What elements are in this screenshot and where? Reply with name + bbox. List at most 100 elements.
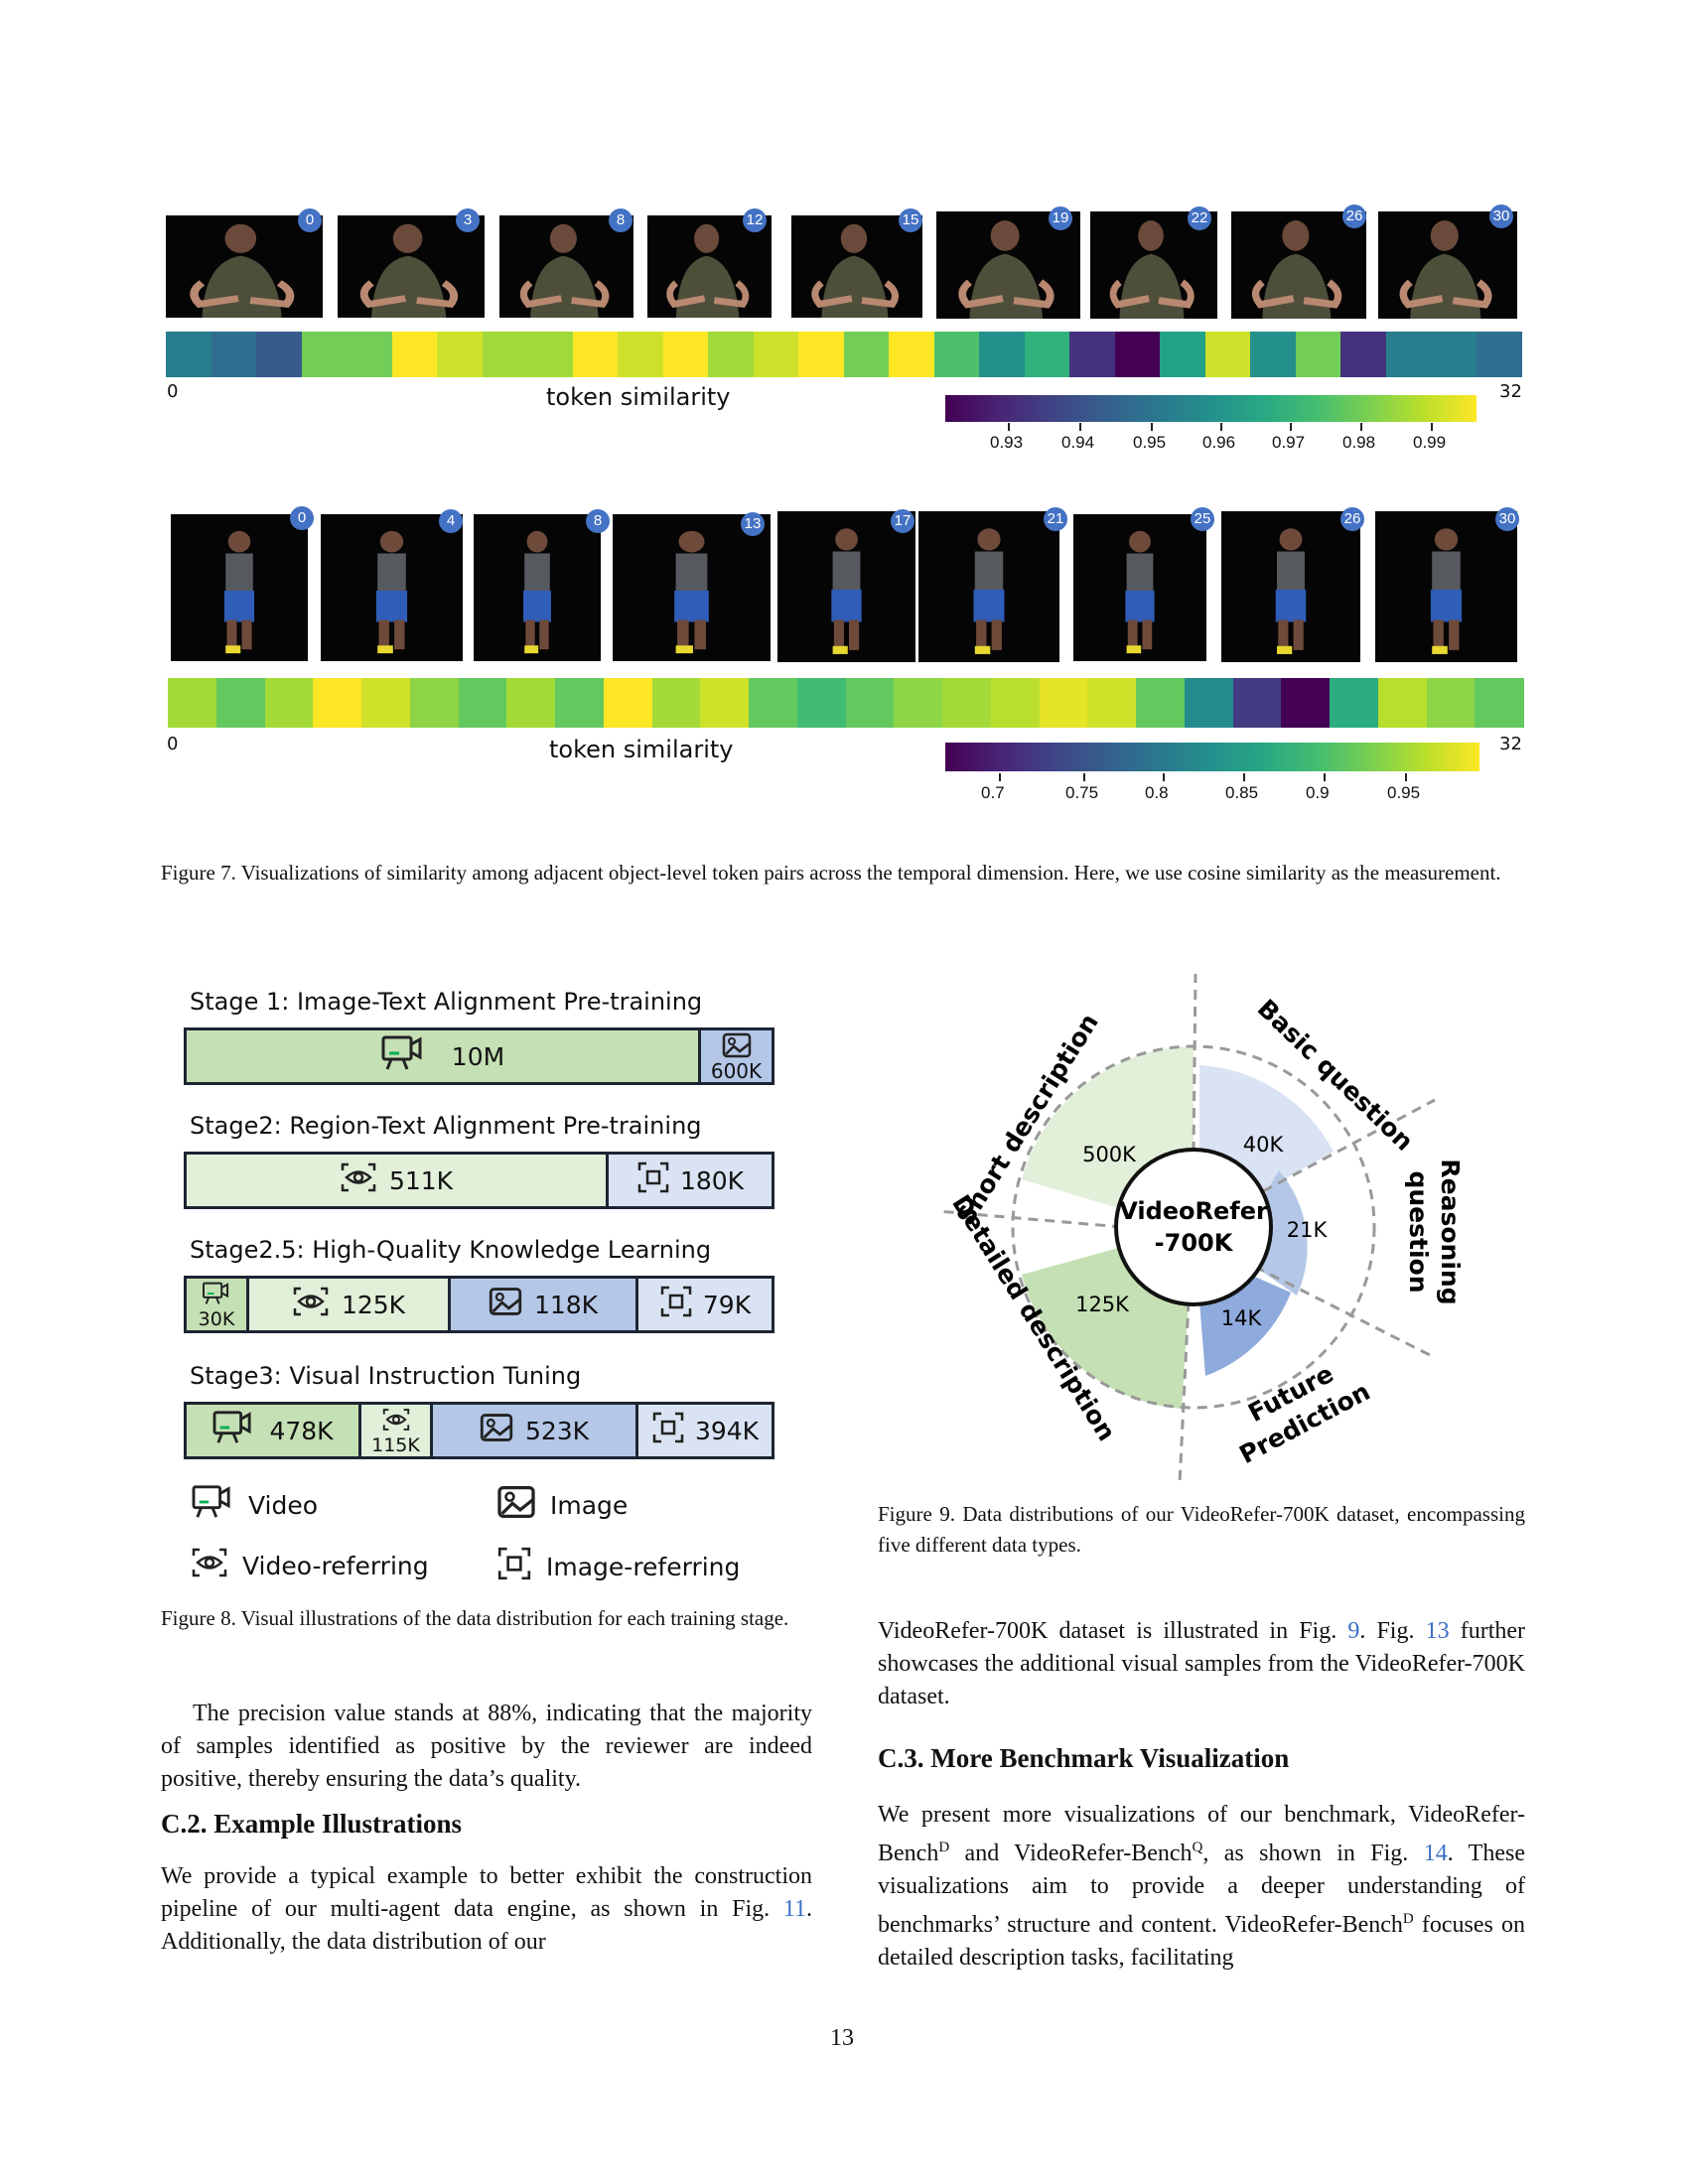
heatmap-cell xyxy=(651,678,701,728)
left-para2-text: We provide a typical example to better e… xyxy=(161,1863,812,1922)
heatmap-cell xyxy=(572,332,619,377)
heatmap-cell xyxy=(753,332,799,377)
row2-axis-start: 0 xyxy=(167,734,179,754)
left-paragraph-1: The precision value stands at 88%, indic… xyxy=(161,1701,812,1792)
heatmap-cell xyxy=(1475,678,1524,728)
slice-short-description xyxy=(1022,1046,1194,1209)
fig-9-link[interactable]: 9 xyxy=(1347,1618,1360,1644)
colorbar-tick xyxy=(1405,773,1407,781)
legend-video-referring-label: Video-referring xyxy=(242,1551,429,1580)
legend-image-referring: Image-referring xyxy=(496,1546,740,1587)
heatmap-cell xyxy=(1024,332,1070,377)
legend-video-label: Video xyxy=(248,1490,319,1520)
frame-index-badge: 19 xyxy=(1049,206,1072,230)
value-detailed-description: 125K xyxy=(1075,1293,1130,1316)
heatmap-cell xyxy=(1136,678,1186,728)
separator-line xyxy=(936,1209,1123,1229)
figure-9-caption: Figure 9. Data distributions of our Vide… xyxy=(878,1502,1525,1557)
fig-14-link[interactable]: 14 xyxy=(1423,1841,1448,1866)
heatmap-cell xyxy=(979,332,1026,377)
stage3-video-value: 478K xyxy=(269,1416,334,1445)
frame-index-badge: 26 xyxy=(1340,507,1364,531)
video-frame xyxy=(474,514,601,661)
heatmap-cell xyxy=(796,678,847,728)
heatmap-cell xyxy=(256,332,303,377)
heatmap-cell xyxy=(1431,332,1477,377)
colorbar-tick xyxy=(1243,773,1245,781)
heatmap-cell xyxy=(458,678,507,728)
heatmap-cell xyxy=(700,678,750,728)
heatmap-cell xyxy=(555,678,605,728)
right-paragraph-2: We present more visualizations of our be… xyxy=(878,1799,1525,1975)
video-frame xyxy=(166,215,323,318)
row2-colorbar xyxy=(945,743,1479,771)
frame-index-badge: 8 xyxy=(609,208,633,232)
heatmap-cell xyxy=(618,332,664,377)
video-referring-icon xyxy=(381,1407,411,1436)
heading-c3: C.3. More Benchmark Visualization xyxy=(878,1743,1290,1773)
video-frame xyxy=(1073,514,1206,661)
fig-13-link[interactable]: 13 xyxy=(1425,1618,1450,1644)
right-para2-text-a: We present more visualizations of our be… xyxy=(878,1802,1525,1866)
stage25-video-referring-segment: 125K xyxy=(246,1279,448,1330)
video-icon xyxy=(201,1281,232,1310)
heatmap-cell xyxy=(409,678,460,728)
colorbar-tick xyxy=(1324,773,1326,781)
image-referring-icon xyxy=(659,1285,693,1324)
heatmap-cell xyxy=(662,332,709,377)
colorbar-tick-label: 0.93 xyxy=(990,433,1024,452)
frame-index-badge: 8 xyxy=(586,509,610,533)
heatmap-cell xyxy=(301,332,348,377)
image-referring-icon xyxy=(636,1160,670,1200)
value-reasoning-question: 21K xyxy=(1287,1218,1329,1242)
video-frame xyxy=(1231,211,1366,319)
heatmap-cell xyxy=(1087,678,1137,728)
image-referring-icon xyxy=(651,1411,685,1450)
stage2-title: Stage2: Region-Text Alignment Pre-traini… xyxy=(190,1112,702,1140)
heatmap-cell xyxy=(889,332,935,377)
page-number: 13 xyxy=(830,2025,854,2051)
colorbar-tick xyxy=(1220,423,1222,431)
legend-video: Video xyxy=(191,1483,318,1527)
stage25-bar: 30K 125K 118K 79K xyxy=(184,1276,774,1333)
heatmap-cell xyxy=(215,678,266,728)
frame-index-badge: 17 xyxy=(891,509,914,533)
heatmap-cell xyxy=(1385,332,1432,377)
heatmap-cell xyxy=(1114,332,1161,377)
colorbar-tick xyxy=(1083,773,1085,781)
colorbar-tick-label: 0.96 xyxy=(1202,433,1236,452)
video-frame xyxy=(777,511,915,662)
heatmap-cell xyxy=(1340,332,1387,377)
stage1-image-value: 600K xyxy=(710,1058,763,1083)
legend-image-label: Image xyxy=(550,1490,629,1520)
stage2-video-referring-value: 511K xyxy=(388,1165,454,1195)
video-referring-icon xyxy=(191,1546,228,1585)
stage3-image-value: 523K xyxy=(524,1416,590,1445)
center-label-line1: VideoRefer xyxy=(1119,1197,1268,1225)
donut-center xyxy=(1114,1148,1273,1306)
video-frame xyxy=(791,215,922,318)
right-para2-text-c: , as shown in Fig. xyxy=(1202,1841,1424,1866)
heatmap-cell xyxy=(798,332,845,377)
colorbar-tick xyxy=(1008,423,1010,431)
frame-index-badge: 0 xyxy=(290,506,314,530)
video-frame xyxy=(918,511,1059,662)
video-frame xyxy=(613,514,771,661)
colorbar-tick-label: 0.9 xyxy=(1306,783,1330,802)
heatmap-cell xyxy=(894,678,943,728)
heatmap-cell xyxy=(990,678,1041,728)
row1-token-similarity-label: token similarity xyxy=(546,383,731,411)
fig-11-link[interactable]: 11 xyxy=(782,1896,806,1922)
frame-index-badge: 21 xyxy=(1044,507,1067,531)
left-para2-text-end: . Additionally, the data distribution of… xyxy=(161,1896,812,1955)
heatmap-cell xyxy=(166,332,212,377)
outer-label-question: question xyxy=(1404,1170,1433,1293)
stage3-image-referring-value: 394K xyxy=(694,1416,760,1445)
heatmap-cell xyxy=(1160,332,1206,377)
legend-video-referring: Video-referring xyxy=(191,1546,429,1585)
frame-index-badge: 30 xyxy=(1495,507,1519,531)
stage3-video-referring-segment: 115K xyxy=(358,1405,430,1456)
heatmap-cell xyxy=(264,678,314,728)
video-frame xyxy=(1378,211,1517,319)
heatmap-cell xyxy=(313,678,362,728)
